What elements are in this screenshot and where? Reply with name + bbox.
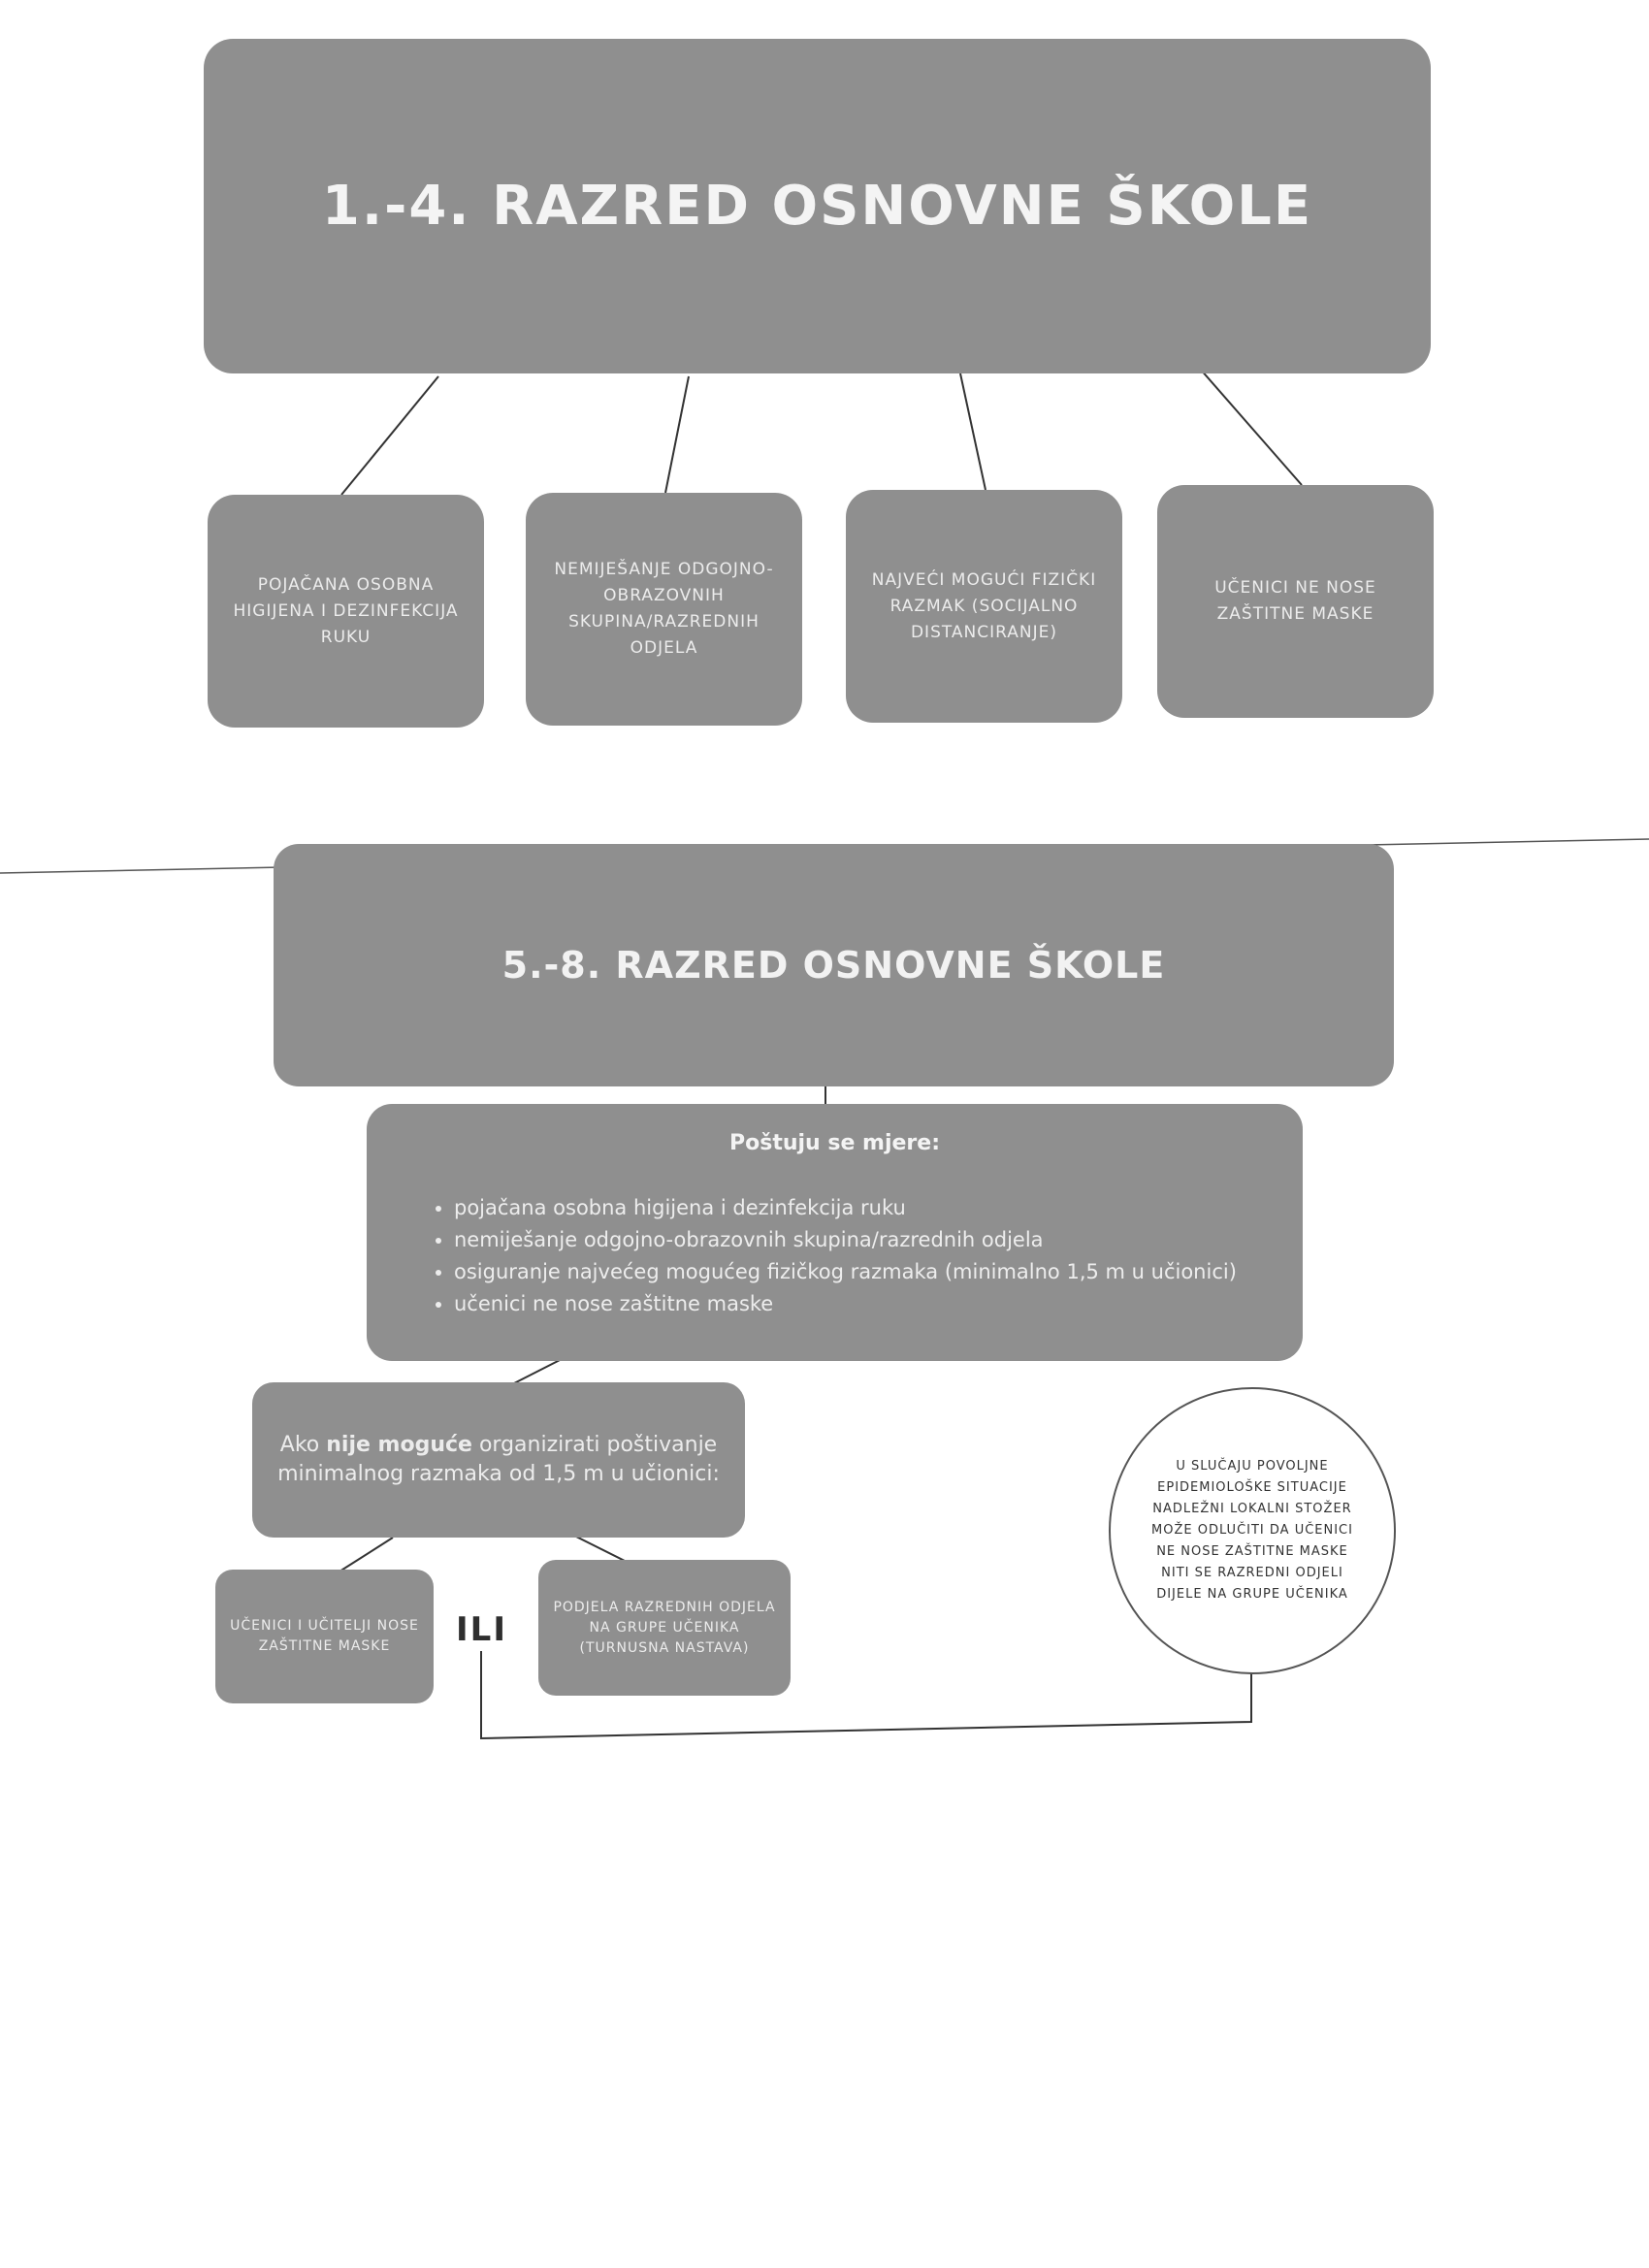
leaf-no-masks-text: UČENICI NE NOSE ZAŠTITNE MASKE: [1214, 578, 1376, 624]
measures-list: pojačana osobna higijena i dezinfekcija …: [405, 1192, 1264, 1320]
favorable-situation-text: U SLUČAJU POVOLJNE EPIDEMIOLOŠKE SITUACI…: [1151, 1459, 1353, 1602]
title-grades-1-4-text: 1.-4. RAZRED OSNOVNE ŠKOLE: [321, 175, 1313, 238]
measure-item: nemiješanje odgojno-obrazovnih skupina/r…: [454, 1224, 1264, 1256]
favorable-situation-note: U SLUČAJU POVOLJNE EPIDEMIOLOŠKE SITUACI…: [1109, 1387, 1396, 1674]
option-split-groups: PODJELA RAZREDNIH ODJELA NA GRUPE UČENIK…: [538, 1560, 791, 1696]
condition-box: Ako nije moguće organizirati poštivanje …: [252, 1382, 745, 1538]
condition-text: Ako nije moguće organizirati poštivanje …: [277, 1433, 720, 1486]
leaf-distance: NAJVEĆI MOGUĆI FIZIČKI RAZMAK (SOCIJALNO…: [846, 490, 1122, 723]
measure-item: učenici ne nose zaštitne maske: [454, 1288, 1264, 1320]
option-split-groups-text: PODJELA RAZREDNIH ODJELA NA GRUPE UČENIK…: [553, 1599, 776, 1656]
leaf-hygiene-text: POJAČANA OSOBNA HIGIJENA I DEZINFEKCIJA …: [233, 574, 459, 647]
or-label: ILI: [456, 1610, 507, 1649]
leaf-hygiene: POJAČANA OSOBNA HIGIJENA I DEZINFEKCIJA …: [208, 495, 484, 728]
title-grades-1-4: 1.-4. RAZRED OSNOVNE ŠKOLE: [204, 39, 1431, 373]
condition-emphasis: nije moguće: [326, 1433, 472, 1457]
option-masks: UČENICI I UČITELJI NOSE ZAŠTITNE MASKE: [215, 1570, 434, 1703]
measure-item: pojačana osobna higijena i dezinfekcija …: [454, 1192, 1264, 1224]
leaf-no-mixing: NEMIJEŠANJE ODGOJNO-OBRAZOVNIH SKUPINA/R…: [526, 493, 802, 726]
title-grades-5-8: 5.-8. RAZRED OSNOVNE ŠKOLE: [274, 844, 1394, 1086]
measures-box: Poštuju se mjere: pojačana osobna higije…: [367, 1104, 1303, 1361]
measures-header: Poštuju se mjere:: [728, 1131, 940, 1155]
leaf-distance-text: NAJVEĆI MOGUĆI FIZIČKI RAZMAK (SOCIJALNO…: [871, 569, 1097, 642]
option-masks-text: UČENICI I UČITELJI NOSE ZAŠTITNE MASKE: [230, 1618, 419, 1654]
measure-item: osiguranje najvećeg mogućeg fizičkog raz…: [454, 1256, 1264, 1288]
title-grades-5-8-text: 5.-8. RAZRED OSNOVNE ŠKOLE: [501, 944, 1166, 987]
leaf-no-masks: UČENICI NE NOSE ZAŠTITNE MASKE: [1157, 485, 1434, 718]
leaf-no-mixing-text: NEMIJEŠANJE ODGOJNO-OBRAZOVNIH SKUPINA/R…: [554, 560, 774, 658]
